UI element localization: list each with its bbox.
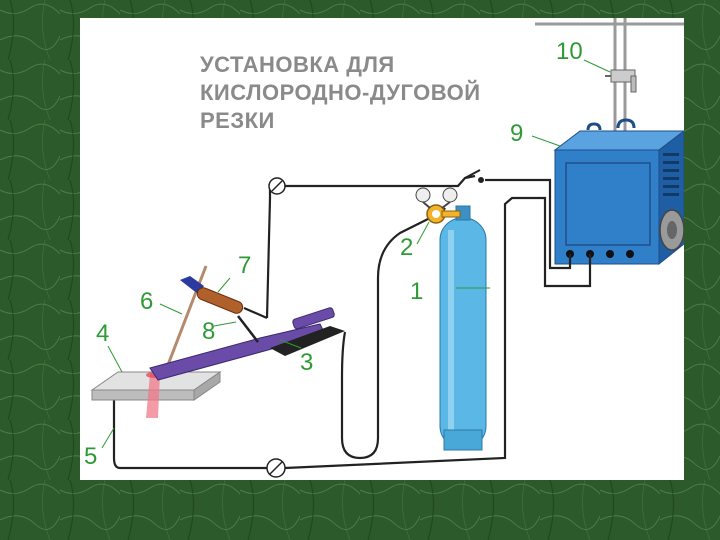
diagram-panel: УСТАНОВКА ДЛЯ КИСЛОРОДНО-ДУГОВОЙ РЕЗКИ 1… [80, 18, 684, 480]
title-line-2: КИСЛОРОДНО-ДУГОВОЙ [200, 80, 481, 105]
mast [535, 18, 684, 148]
label-4: 4 [96, 320, 110, 347]
welding-machine-icon [553, 118, 684, 266]
diagram-drawing [90, 18, 684, 478]
label-1: 1 [410, 278, 424, 305]
label-5: 5 [84, 443, 98, 470]
leader-lines [101, 59, 611, 449]
label-2: 2 [400, 234, 414, 261]
title-line-1: УСТАНОВКА ДЛЯ [200, 52, 395, 77]
cylinder-icon [439, 205, 487, 451]
label-9: 9 [510, 120, 524, 147]
label-3: 3 [300, 349, 314, 376]
torch [149, 276, 345, 381]
title-line-3: РЕЗКИ [200, 108, 275, 133]
regulator-gauge-icon [415, 187, 461, 224]
label-10: 10 [556, 38, 583, 65]
label-7: 7 [238, 252, 252, 279]
workpiece [90, 371, 222, 418]
label-8: 8 [202, 318, 216, 345]
label-6: 6 [140, 288, 154, 315]
switch-icon [464, 169, 484, 183]
ammeter-icon [266, 177, 286, 478]
